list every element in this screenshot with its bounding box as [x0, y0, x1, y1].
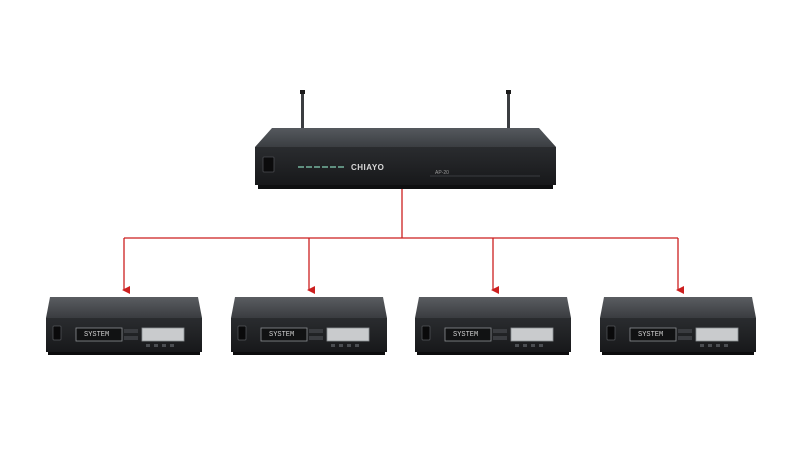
receiver-control-led [716, 344, 720, 347]
receiver-control-led [700, 344, 704, 347]
receiver-unit-3 [415, 297, 571, 355]
receiver-control-led [355, 344, 359, 347]
indicator-leds [298, 166, 344, 168]
receiver-power-button [52, 325, 62, 341]
receiver-display-left [260, 327, 308, 342]
power-button [262, 156, 275, 173]
receiver-display-right [326, 327, 370, 342]
receiver-power-button [606, 325, 616, 341]
receiver-control-led [523, 344, 527, 347]
receiver-display-right [141, 327, 185, 342]
main-unit-brand: CHIAYO [351, 163, 385, 172]
receiver-2-display: SYSTEM [269, 331, 295, 339]
receiver-control-led [146, 344, 150, 347]
receiver-control-led [162, 344, 166, 347]
receiver-unit-4 [600, 297, 756, 355]
main-unit [255, 90, 556, 189]
receiver-control-led [724, 344, 728, 347]
main-unit-model: AP-20 [435, 170, 449, 176]
receiver-label-plate [309, 329, 323, 333]
receiver-4-display: SYSTEM [638, 331, 664, 339]
receiver-control-led [539, 344, 543, 347]
receiver-control-led [170, 344, 174, 347]
receiver-display-right [695, 327, 739, 342]
receiver-label-plate [678, 329, 692, 333]
receiver-power-button [237, 325, 247, 341]
receiver-label-plate [124, 329, 138, 333]
receiver-control-led [515, 344, 519, 347]
receiver-display-left [444, 327, 492, 342]
receiver-power-button [421, 325, 431, 341]
connector-lines [122, 189, 684, 294]
antenna-left [301, 92, 304, 128]
receiver-display-left [75, 327, 123, 342]
receiver-control-led [331, 344, 335, 347]
receiver-control-led [154, 344, 158, 347]
receiver-group [46, 297, 756, 355]
receiver-control-led [339, 344, 343, 347]
receiver-3-display: SYSTEM [453, 331, 479, 339]
antenna-right [507, 92, 510, 128]
receiver-control-led [531, 344, 535, 347]
receiver-label-plate [493, 329, 507, 333]
receiver-display-left [629, 327, 677, 342]
receiver-control-led [708, 344, 712, 347]
receiver-control-led [347, 344, 351, 347]
receiver-unit-2 [231, 297, 387, 355]
receiver-1-display: SYSTEM [84, 331, 110, 339]
receiver-unit-1 [46, 297, 202, 355]
receiver-display-right [510, 327, 554, 342]
